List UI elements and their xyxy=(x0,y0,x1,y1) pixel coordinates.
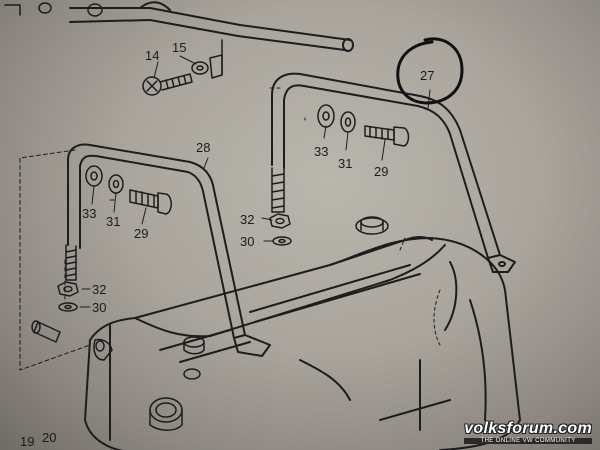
bolt-29-upper xyxy=(364,125,410,147)
tank-hidden-lines xyxy=(399,237,441,346)
callout-31-lower: 31 xyxy=(106,214,120,229)
stud-27 xyxy=(271,167,285,213)
washer-15 xyxy=(191,39,223,79)
washer-30-right xyxy=(272,236,292,246)
callout-19: 19 xyxy=(20,434,34,449)
hand-drawn-circle xyxy=(396,37,464,105)
tank-vent-nipple xyxy=(183,336,205,380)
callout-20: 20 xyxy=(42,430,56,445)
screw-14 xyxy=(142,73,193,96)
nut-32-left xyxy=(57,281,79,297)
watermark-title: volksforum.com xyxy=(464,420,592,437)
bracket-28 xyxy=(67,143,271,357)
callout-27: 27 xyxy=(420,68,434,83)
washer-31-upper xyxy=(340,111,356,133)
washer-31-lower xyxy=(108,174,124,194)
callout-32-left: 32 xyxy=(92,282,106,297)
tank-filler-top xyxy=(355,216,389,235)
callout-33-upper: 33 xyxy=(314,144,328,159)
callout-33-lower: 33 xyxy=(82,206,96,221)
tank-filler-front xyxy=(149,397,183,431)
top-left-fragments xyxy=(4,2,103,17)
callout-30-right: 30 xyxy=(240,234,254,249)
callout-31-upper: 31 xyxy=(338,156,352,171)
spacer-33-upper xyxy=(317,104,335,128)
stud-28 xyxy=(65,244,77,281)
callout-28: 28 xyxy=(196,140,210,155)
callout-15: 15 xyxy=(172,40,186,55)
leader-lines xyxy=(19,87,306,371)
fuel-tank xyxy=(84,236,521,450)
top-bracket-rod xyxy=(69,1,354,52)
bolt-29-lower xyxy=(129,189,172,215)
washer-30-left xyxy=(58,302,78,312)
hose-fittings xyxy=(31,320,113,361)
callout-14: 14 xyxy=(145,48,159,63)
callout-32-right: 32 xyxy=(240,212,254,227)
spacer-33-lower xyxy=(85,165,103,187)
bracket-27 xyxy=(271,72,516,273)
callout-leaders xyxy=(79,55,431,308)
callout-29-lower: 29 xyxy=(134,226,148,241)
callout-29-upper: 29 xyxy=(374,164,388,179)
watermark: volksforum.com THE ONLINE VW COMMUNITY xyxy=(464,420,592,444)
nut-32-right xyxy=(269,213,291,229)
callout-30-left: 30 xyxy=(92,300,106,315)
watermark-tagline: THE ONLINE VW COMMUNITY xyxy=(464,438,592,444)
